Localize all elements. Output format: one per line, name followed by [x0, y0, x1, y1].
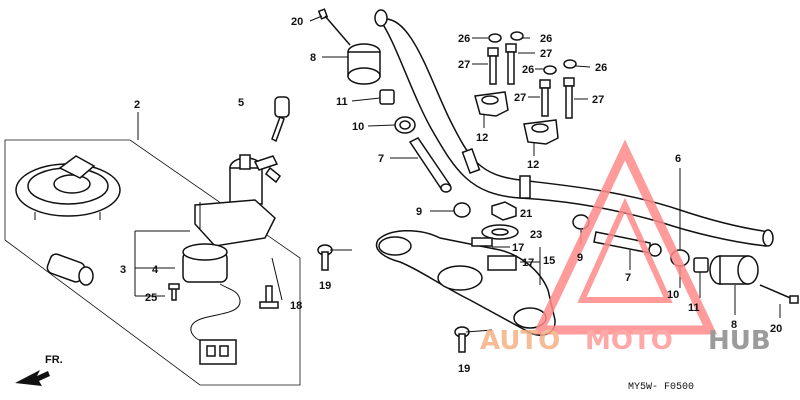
key-part	[253, 155, 282, 184]
bracket-15	[520, 247, 541, 285]
callout-27-a: 27	[458, 59, 470, 71]
callout-15: 15	[543, 255, 555, 267]
bolt-27-b-part	[505, 43, 517, 85]
callout-11-right: 11	[688, 302, 700, 314]
callout-27-c: 27	[514, 92, 526, 104]
cap-26-part	[488, 31, 577, 75]
callout-3: 3	[120, 264, 126, 276]
bolt-27-c-part	[539, 79, 551, 117]
watermark-text-hub: HUB	[708, 326, 771, 356]
callout-21: 21	[520, 208, 532, 220]
bar-end-weight-right-part	[709, 255, 759, 315]
collar-11-left-part	[351, 89, 395, 105]
rubber-17-part	[471, 237, 510, 248]
callout-26-c: 26	[522, 64, 534, 76]
bolt-19-upper-part	[317, 244, 352, 271]
collar-11-right-part	[693, 257, 709, 298]
callout-5: 5	[238, 97, 244, 109]
screw-25-part	[168, 283, 180, 301]
bar-end-weight-left-part	[322, 43, 381, 85]
callout-26-a: 26	[458, 33, 470, 45]
callout-26-d: 26	[595, 62, 607, 74]
leader-lines-top	[472, 37, 591, 100]
grommet-9-center-part	[430, 202, 471, 218]
bolt-27-a-part	[487, 47, 499, 85]
callout-8-left: 8	[310, 52, 316, 64]
callout-8-right: 8	[731, 319, 737, 331]
leader-18	[271, 257, 283, 301]
lock-cylinder-part	[46, 253, 94, 286]
washer-23-part	[481, 224, 519, 240]
switch-body-part	[182, 243, 241, 365]
callout-6: 6	[675, 153, 681, 165]
nut-21-part	[491, 201, 517, 221]
callout-7-left: 7	[378, 153, 384, 165]
callout-10-left: 10	[352, 121, 364, 133]
front-arrow-icon: FR.	[15, 354, 63, 386]
ignition-kit-group	[4, 96, 301, 386]
top-bridge-part	[375, 230, 556, 336]
watermark-text-auto: AUTO	[480, 326, 560, 356]
ignition-switch-part	[194, 154, 276, 247]
bolt-19-lower-part	[454, 326, 493, 353]
callout-27-d: 27	[592, 94, 604, 106]
callout-11-left: 11	[336, 96, 348, 108]
callout-4: 4	[152, 264, 159, 276]
weight-rod-7-left-part	[390, 137, 452, 193]
callout-23: 23	[530, 229, 542, 241]
handlebar-part	[374, 9, 774, 247]
callout-9-right: 9	[577, 252, 583, 264]
kit-outline	[4, 139, 301, 386]
diagram-code: MY5W- F0500	[628, 382, 694, 393]
callout-19-lower: 19	[458, 363, 470, 375]
callout-17-upper: 17	[512, 242, 524, 254]
holder-12-lower-part	[523, 119, 559, 156]
callout-2: 2	[134, 99, 140, 111]
callout-19-upper: 19	[319, 280, 331, 292]
callout-27-b: 27	[540, 48, 552, 60]
callout-20-right: 20	[770, 323, 782, 335]
callout-26-b: 26	[540, 33, 552, 45]
key-5-part	[271, 96, 290, 143]
callout-10-right: 10	[667, 289, 679, 301]
watermark-logo: AUTO MOTO HUB	[480, 139, 771, 356]
callout-18: 18	[290, 300, 302, 312]
callout-17-lower: 17	[522, 257, 534, 269]
nut-10-left-part	[367, 116, 416, 134]
fuel-cap-part	[15, 155, 121, 220]
bolt-18-part	[259, 285, 279, 309]
bolt-20-left-part	[309, 8, 351, 46]
callout-20-left: 20	[291, 16, 303, 28]
bracket-3	[134, 230, 190, 297]
callout-labels: 2 3 4 5 6 7 7 8 8 9 9 10 10 11 11 12 12 …	[120, 16, 782, 375]
watermark-text-moto: MOTO	[585, 326, 673, 356]
callout-7-right: 7	[625, 272, 631, 284]
rubber-17b-part	[487, 255, 517, 271]
callout-9-center: 9	[416, 206, 422, 218]
callout-12-upper: 12	[476, 132, 488, 144]
holder-12-upper-part	[474, 91, 509, 128]
callout-12-lower: 12	[527, 159, 539, 171]
bolt-20-right-part	[759, 284, 799, 318]
front-label: FR.	[45, 354, 63, 366]
callout-25: 25	[145, 292, 157, 304]
bolt-27-d-part	[563, 77, 575, 119]
